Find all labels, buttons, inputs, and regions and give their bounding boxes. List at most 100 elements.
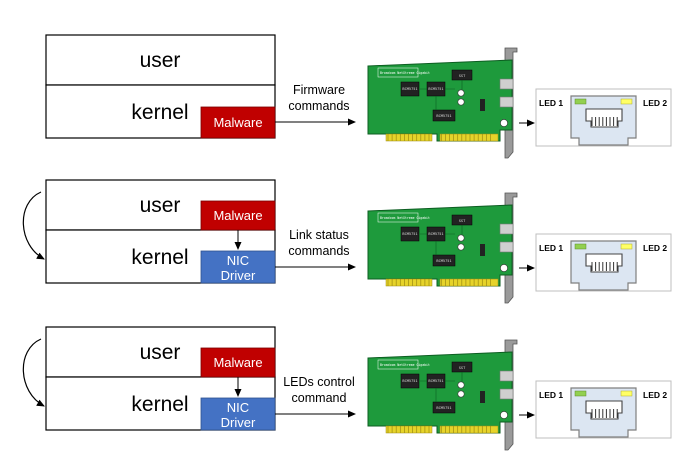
- card-maker-text: Broadcom NetXtreme Gigabit: [380, 71, 430, 75]
- card-chip-c: BCM5751: [432, 109, 456, 122]
- card-chip-c: BCM5751: [432, 254, 456, 267]
- card-maker-text: Broadcom NetXtreme Gigabit: [380, 363, 430, 367]
- chip-c-text: BCM5751: [436, 259, 451, 263]
- malware-box: [200, 347, 276, 378]
- kernel-label: kernel: [131, 393, 188, 416]
- card-capacitor: [457, 390, 465, 398]
- card-label: Broadcom NetXtreme Gigabit: [377, 359, 430, 370]
- chip-a-body: [400, 373, 420, 389]
- chip-c-body: [432, 109, 456, 122]
- nic-driver-label-line1: NIC: [227, 400, 249, 415]
- ethernet-port-view: LED 1 LED 2: [535, 380, 672, 439]
- card-port-block: [499, 370, 514, 382]
- card-port-block: [499, 223, 514, 235]
- rj45-opening: [585, 253, 623, 273]
- chip-c-body: [432, 254, 456, 267]
- led1-indicator: [574, 390, 587, 397]
- card-port-block: [499, 241, 514, 253]
- user-to-kernel-loop-arrow: [22, 338, 45, 407]
- card-chip-a: BCM5751: [400, 81, 420, 97]
- led1-indicator: [574, 243, 587, 250]
- card-traces: [420, 372, 463, 402]
- chip-b-text: BCM5751: [428, 379, 443, 383]
- connector-right: [439, 133, 499, 142]
- user-label: user: [140, 341, 181, 364]
- card-label-frame: [377, 67, 419, 78]
- card-flash-chip: SST: [451, 361, 473, 373]
- connector-left: [385, 425, 433, 434]
- card-flash-chip: SST: [451, 214, 473, 226]
- chip-b-text: BCM5751: [428, 87, 443, 91]
- command-label-line2: command: [292, 391, 347, 405]
- command-label: Firmware commands: [288, 83, 349, 113]
- nic-driver-label-line1: NIC: [227, 253, 249, 268]
- card-capacitor: [500, 119, 508, 127]
- ethernet-port-view: LED 1 LED 2: [535, 233, 672, 292]
- led1-label: LED 1: [539, 98, 563, 108]
- led2-indicator: [620, 98, 633, 105]
- card-chip-b: BCM5751: [426, 373, 446, 389]
- card-flash-chip: SST: [451, 69, 473, 81]
- card-capacitor: [457, 98, 465, 106]
- chip-c-text: BCM5751: [436, 114, 451, 118]
- led2-label: LED 2: [643, 243, 667, 253]
- malware-label: Malware: [213, 208, 262, 223]
- connector-right: [439, 425, 499, 434]
- kernel-label: kernel: [131, 101, 188, 124]
- card-label-frame: [377, 359, 419, 370]
- card-traces: [420, 80, 463, 110]
- card-traces: [420, 225, 463, 255]
- led2-indicator: [620, 243, 633, 250]
- chip-a-text: BCM5751: [402, 87, 417, 91]
- chip-c-text: BCM5751: [436, 406, 451, 410]
- card-label-frame: [377, 212, 419, 223]
- chip-c-body: [432, 401, 456, 414]
- card-port-block: [499, 388, 514, 400]
- led2-label: LED 2: [643, 390, 667, 400]
- nic-driver-label-line2: Driver: [221, 415, 256, 430]
- flash-text: SST: [459, 366, 466, 370]
- card-port-block: [499, 78, 514, 90]
- nic-driver-box: [200, 250, 276, 284]
- led2-label: LED 2: [643, 98, 667, 108]
- flash-text: SST: [459, 74, 466, 78]
- command-label-line2: commands: [288, 99, 349, 113]
- chip-a-body: [400, 81, 420, 97]
- command-label-line2: commands: [288, 244, 349, 258]
- card-chip-a: BCM5751: [400, 373, 420, 389]
- card-connector: [385, 278, 499, 287]
- connector-left: [385, 278, 433, 287]
- card-small-chip: [480, 391, 485, 403]
- nic-driver-label-line2: Driver: [221, 268, 256, 283]
- chip-a-body: [400, 226, 420, 242]
- card-connector: [385, 133, 499, 142]
- user-label: user: [140, 194, 181, 217]
- connector-right: [439, 278, 499, 287]
- card-capacitor: [500, 264, 508, 272]
- malware-label: Malware: [213, 115, 262, 130]
- card-capacitor: [457, 234, 465, 242]
- card-capacitor: [500, 411, 508, 419]
- malware-box: [200, 106, 276, 139]
- flash-text: SST: [459, 219, 466, 223]
- user-to-kernel-loop-arrow: [22, 191, 45, 260]
- connector-left: [385, 133, 433, 142]
- card-capacitor: [457, 89, 465, 97]
- led1-label: LED 1: [539, 390, 563, 400]
- led1-indicator: [574, 98, 587, 105]
- card-chip-b: BCM5751: [426, 226, 446, 242]
- card-small-chip: [480, 244, 485, 256]
- card-capacitor: [457, 381, 465, 389]
- nic-driver-box: [200, 397, 276, 431]
- command-label-line1: Firmware: [293, 83, 345, 97]
- card-label: Broadcom NetXtreme Gigabit: [377, 212, 430, 223]
- malware-label: Malware: [213, 355, 262, 370]
- card-small-chip: [480, 99, 485, 111]
- led1-label: LED 1: [539, 243, 563, 253]
